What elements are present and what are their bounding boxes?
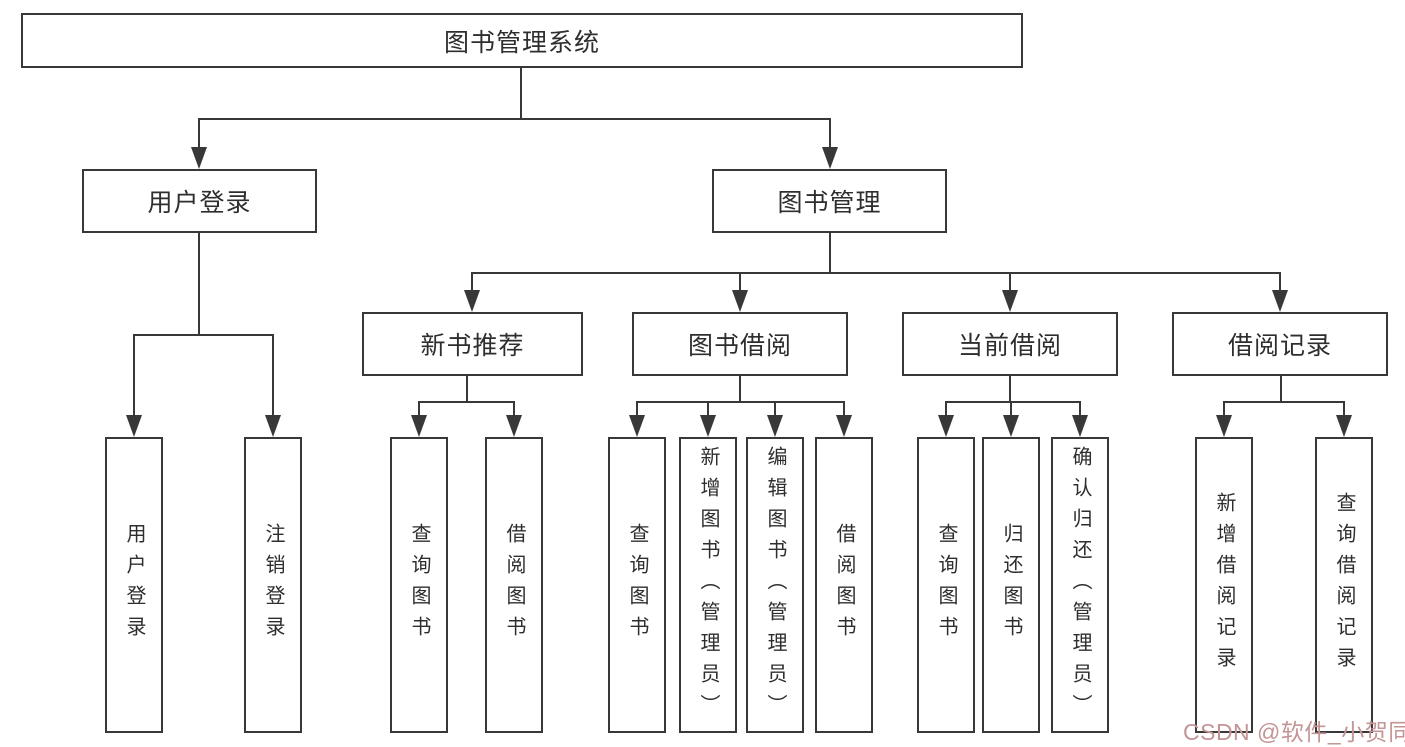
arrowhead-icon <box>700 415 716 437</box>
arrowhead-icon <box>1272 290 1288 312</box>
node-borrow-record-label: 借阅记录 <box>1227 332 1332 360</box>
connector-line <box>739 272 741 292</box>
leaf-bb-add-books-admin: 新增图书（管理员） <box>679 437 737 733</box>
connector-line <box>1009 272 1011 292</box>
connector-line <box>133 334 274 336</box>
arrowhead-icon <box>836 415 852 437</box>
arrowhead-icon <box>191 147 207 169</box>
connector-line <box>829 233 831 274</box>
connector-line <box>513 401 515 417</box>
node-book-mgmt-label: 图书管理 <box>777 189 882 217</box>
connector-line <box>945 401 1081 403</box>
connector-line <box>133 334 135 417</box>
connector-line <box>1009 376 1011 403</box>
arrowhead-icon <box>464 290 480 312</box>
leaf-bb-edit-books-admin-label: 编辑图书（管理员） <box>764 445 786 725</box>
arrowhead-icon <box>629 415 645 437</box>
connector-line <box>1279 272 1281 292</box>
connector-line <box>1223 401 1225 417</box>
arrowhead-icon <box>1216 415 1232 437</box>
leaf-bb-query-books: 查询图书 <box>608 437 666 733</box>
leaf-bb-query-books-label: 查询图书 <box>626 523 648 647</box>
leaf-br-add-record: 新增借阅记录 <box>1195 437 1253 733</box>
leaf-logout: 注销登录 <box>244 437 302 733</box>
leaf-bb-borrow-books: 借阅图书 <box>815 437 873 733</box>
arrowhead-icon <box>1336 415 1352 437</box>
arrowhead-icon <box>822 147 838 169</box>
connector-line <box>1223 401 1345 403</box>
node-current-borrow: 当前借阅 <box>902 312 1118 376</box>
node-new-book-rec-label: 新书推荐 <box>420 332 525 360</box>
connector-line <box>198 233 200 336</box>
connector-line <box>1343 401 1345 417</box>
connector-line <box>945 401 947 417</box>
leaf-bb-borrow-books-label: 借阅图书 <box>833 523 855 647</box>
node-root-label: 图书管理系统 <box>443 28 600 57</box>
connector-line <box>739 376 741 403</box>
connector-line <box>843 401 845 417</box>
arrowhead-icon <box>1003 415 1019 437</box>
arrowhead-icon <box>938 415 954 437</box>
arrowhead-icon <box>732 290 748 312</box>
node-root: 图书管理系统 <box>21 13 1023 68</box>
connector-line <box>1010 401 1012 417</box>
arrowhead-icon <box>126 415 142 437</box>
leaf-br-query-record: 查询借阅记录 <box>1315 437 1373 733</box>
connector-line <box>198 118 831 120</box>
connector-line <box>636 401 845 403</box>
node-book-mgmt: 图书管理 <box>712 169 947 233</box>
node-new-book-rec: 新书推荐 <box>362 312 583 376</box>
node-book-borrow-label: 图书借阅 <box>687 332 792 360</box>
node-current-borrow-label: 当前借阅 <box>957 332 1062 360</box>
leaf-cb-return-books-label: 归还图书 <box>1000 523 1022 647</box>
connector-line <box>829 118 831 150</box>
connector-line <box>636 401 638 417</box>
leaf-cb-return-books: 归还图书 <box>982 437 1040 733</box>
connector-line <box>1280 376 1282 403</box>
connector-line <box>520 68 522 120</box>
arrowhead-icon <box>767 415 783 437</box>
watermark: CSDN @软件_小贺同学 <box>1183 719 1405 745</box>
node-user-login-label: 用户登录 <box>147 189 252 217</box>
connector-line <box>707 401 709 417</box>
leaf-user-login-label: 用户登录 <box>123 523 145 647</box>
leaf-rec-query-books: 查询图书 <box>390 437 448 733</box>
leaf-cb-confirm-return-admin-label: 确认归还（管理员） <box>1069 445 1091 725</box>
arrowhead-icon <box>506 415 522 437</box>
node-book-borrow: 图书借阅 <box>632 312 848 376</box>
leaf-br-add-record-label: 新增借阅记录 <box>1213 492 1235 678</box>
leaf-cb-query-books-label: 查询图书 <box>935 523 957 647</box>
leaf-cb-query-books: 查询图书 <box>917 437 975 733</box>
arrowhead-icon <box>411 415 427 437</box>
connector-line <box>418 401 420 417</box>
leaf-user-login: 用户登录 <box>105 437 163 733</box>
leaf-rec-borrow-books-label: 借阅图书 <box>503 523 525 647</box>
arrowhead-icon <box>1072 415 1088 437</box>
leaf-br-query-record-label: 查询借阅记录 <box>1333 492 1355 678</box>
leaf-bb-add-books-admin-label: 新增图书（管理员） <box>697 445 719 725</box>
node-user-login: 用户登录 <box>82 169 317 233</box>
connector-line <box>471 272 1281 274</box>
leaf-rec-query-books-label: 查询图书 <box>408 523 430 647</box>
connector-line <box>198 118 200 150</box>
leaf-logout-label: 注销登录 <box>262 523 284 647</box>
leaf-cb-confirm-return-admin: 确认归还（管理员） <box>1051 437 1109 733</box>
connector-line <box>466 376 468 403</box>
node-borrow-record: 借阅记录 <box>1172 312 1388 376</box>
leaf-bb-edit-books-admin: 编辑图书（管理员） <box>746 437 804 733</box>
arrowhead-icon <box>265 415 281 437</box>
connector-line <box>418 401 515 403</box>
connector-line <box>774 401 776 417</box>
arrowhead-icon <box>1002 290 1018 312</box>
connector-line <box>471 272 473 292</box>
connector-line <box>272 334 274 417</box>
connector-line <box>1079 401 1081 417</box>
leaf-rec-borrow-books: 借阅图书 <box>485 437 543 733</box>
